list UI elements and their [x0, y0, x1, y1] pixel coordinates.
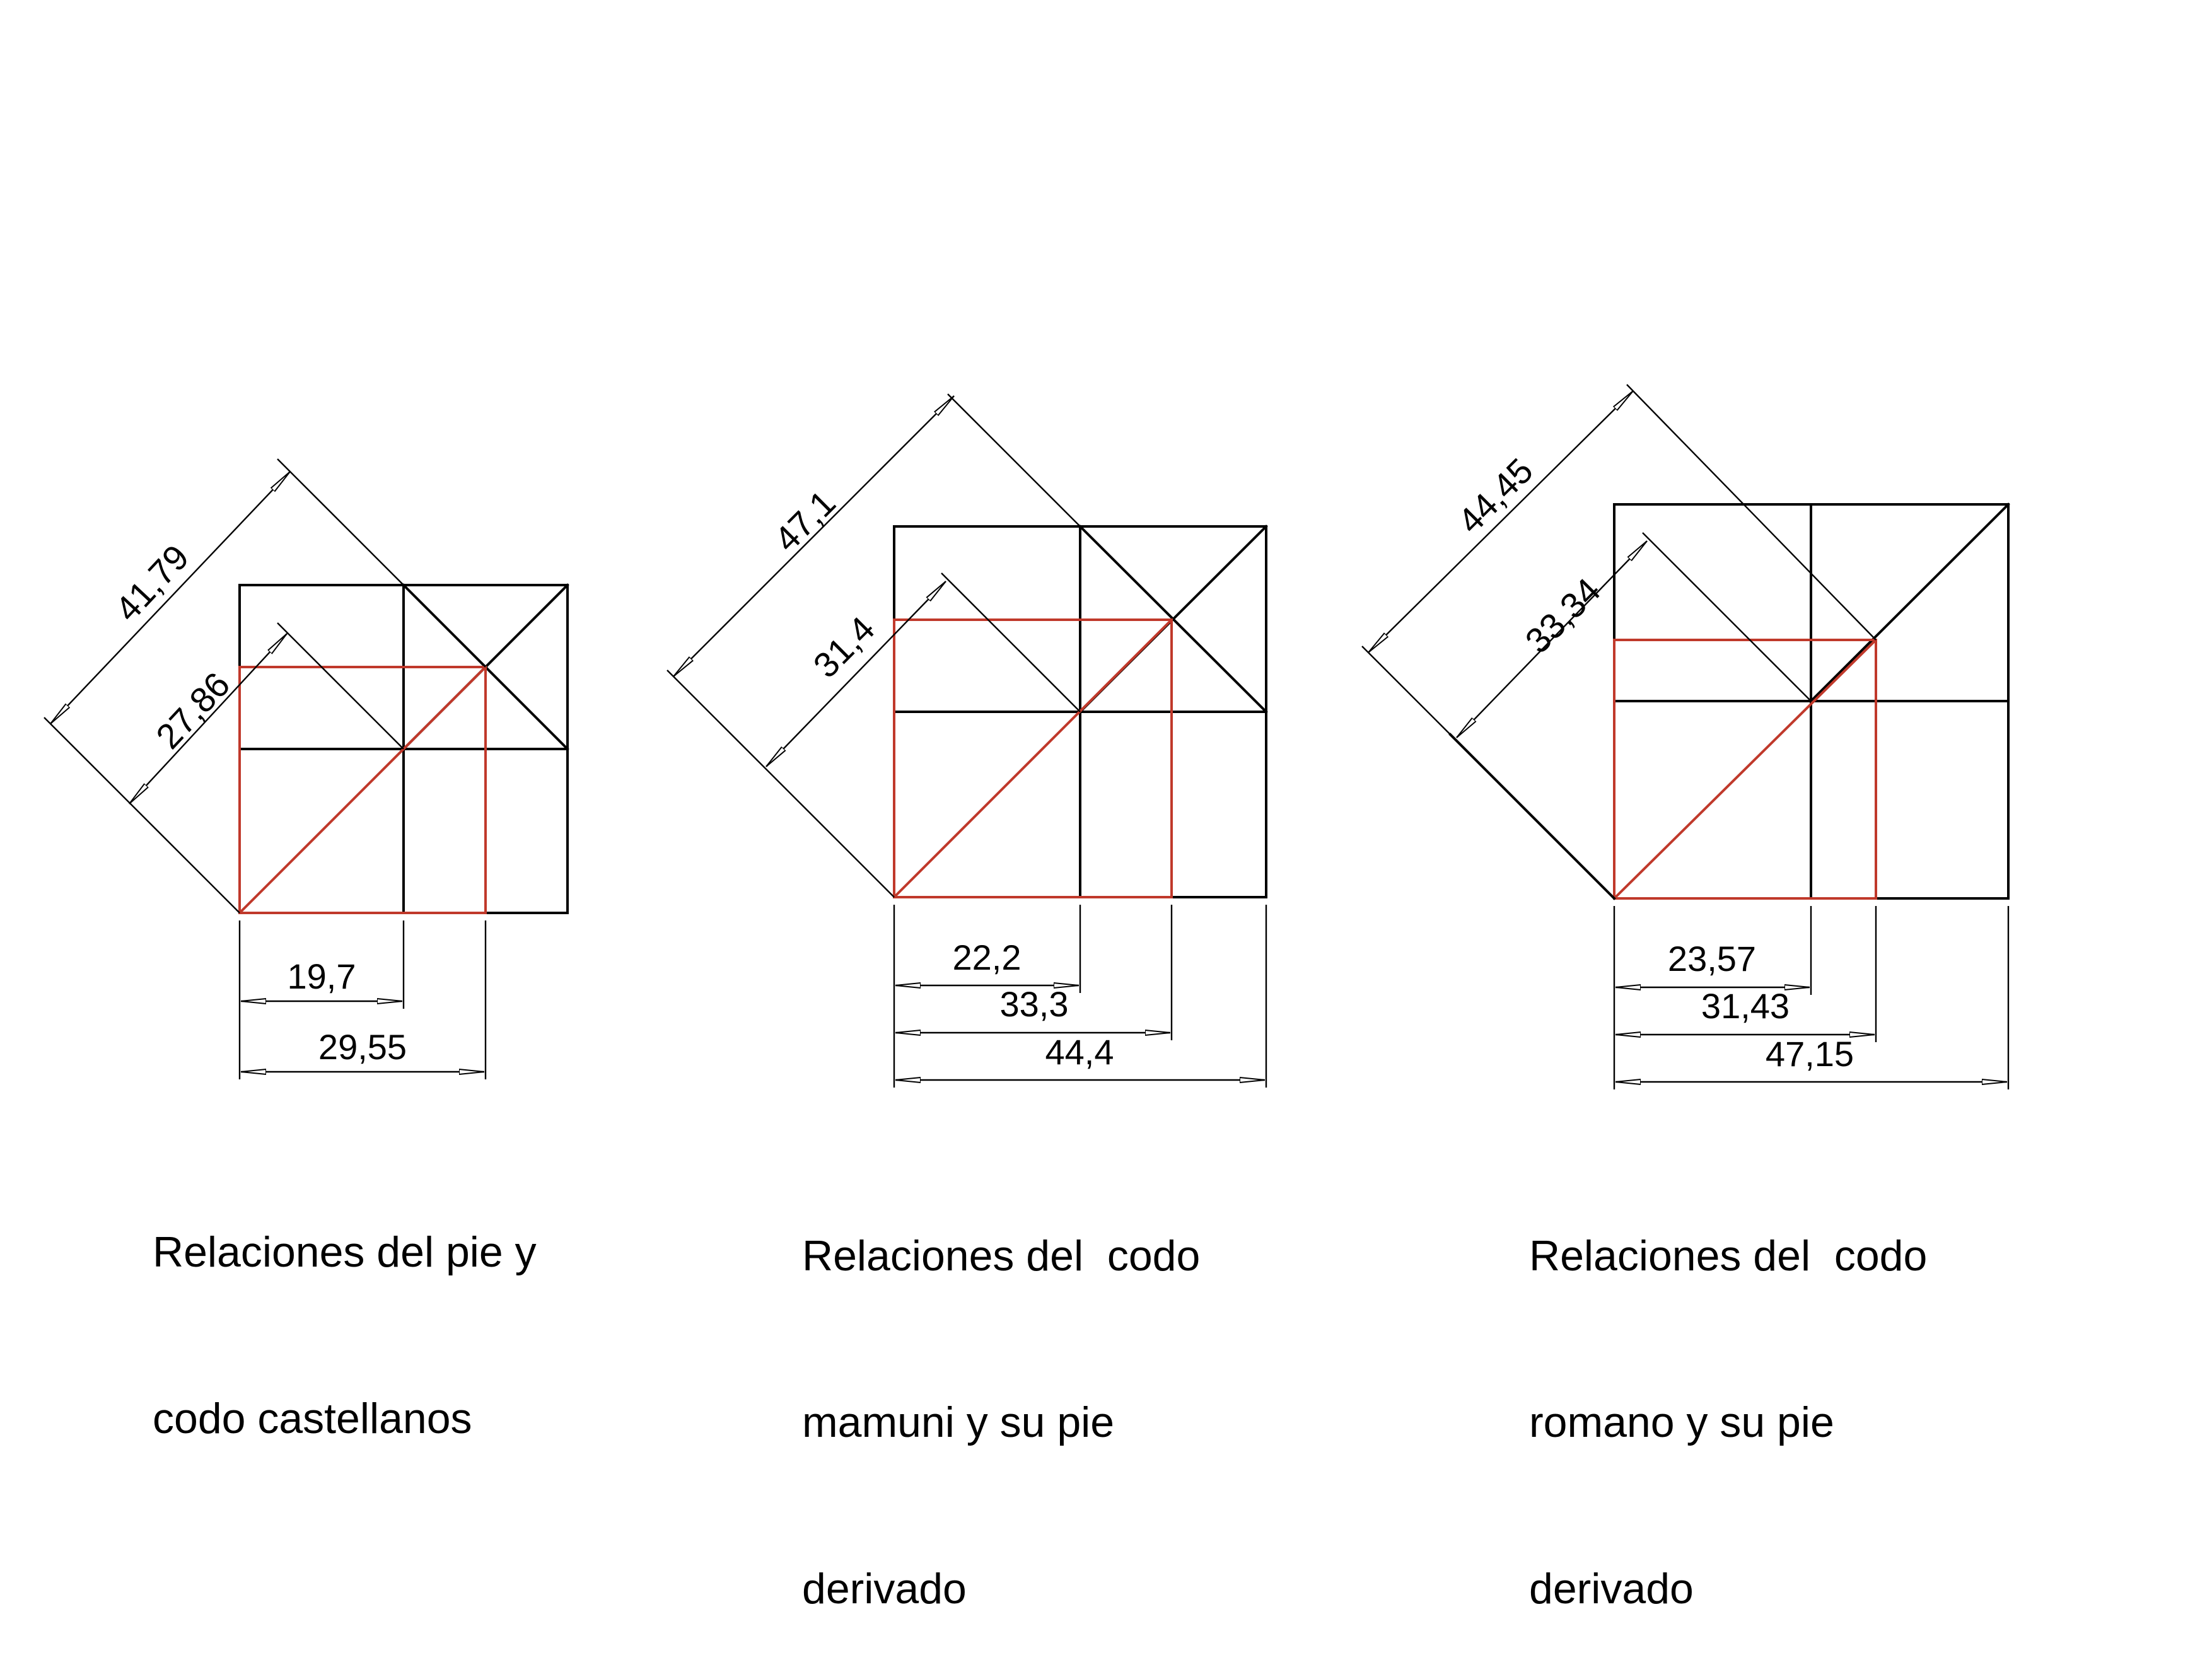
caption-line: derivado [802, 1565, 967, 1613]
red-square-mamuni [893, 618, 1173, 898]
diag-label-outer-castellano: 41,79 [107, 537, 197, 629]
caption-mamuni: Relaciones del codo mamuni y su pie deri… [802, 1117, 1200, 1672]
horiz-dimensions-mamuni [893, 905, 1267, 1088]
caption-line: Relaciones del codo [802, 1232, 1201, 1280]
panel-mamuni: 47,1 31,4 22,2 33,3 44,4 [667, 393, 1268, 1088]
diag-dimensions-mamuni [667, 393, 1081, 898]
caption-romano: Relaciones del codo romano y su pie deri… [1529, 1117, 1927, 1672]
panel-romano: 44,45 33,34 23,57 31,43 47,15 [1361, 384, 2010, 1089]
diag-dimensions-romano [1361, 384, 1877, 900]
horiz-dimensions-romano [1613, 906, 2010, 1089]
horiz-label-3-romano: 47,15 [1766, 1034, 1854, 1074]
horiz-dimensions-castellano [238, 920, 487, 1079]
diagram-canvas: 41,79 27,86 19,7 29,55 [44, 384, 2010, 1089]
caption-line: codo castellanos [153, 1395, 472, 1443]
horiz-label-3-mamuni: 44,4 [1045, 1032, 1114, 1072]
diag-dimensions-castellano [44, 458, 486, 914]
horiz-label-1-romano: 23,57 [1668, 939, 1756, 978]
red-square-castellano [238, 666, 487, 914]
caption-line: derivado [1529, 1565, 1694, 1613]
horiz-label-2-mamuni: 33,3 [1000, 984, 1069, 1024]
red-square-romano [1613, 639, 1877, 900]
caption-line: Relaciones del pie y [153, 1228, 537, 1276]
diag-label-outer-mamuni: 47,1 [766, 482, 843, 559]
caption-line: romano y su pie [1529, 1398, 1834, 1446]
horiz-label-1-mamuni: 22,2 [953, 938, 1022, 977]
caption-line: Relaciones del codo [1529, 1232, 1928, 1280]
horiz-label-2-castellano: 29,55 [318, 1027, 407, 1067]
diag-label-inner-mamuni: 31,4 [805, 608, 882, 685]
panel-castellano: 41,79 27,86 19,7 29,55 [44, 458, 569, 1079]
diag-label-inner-castellano: 27,86 [148, 665, 238, 756]
diag-label-inner-romano: 33,34 [1517, 570, 1608, 661]
caption-castellano: Relaciones del pie y codo castellanos [153, 1113, 537, 1502]
horiz-label-1-castellano: 19,7 [288, 956, 356, 996]
caption-line: mamuni y su pie [802, 1398, 1115, 1446]
horiz-label-2-romano: 31,43 [1701, 986, 1790, 1026]
